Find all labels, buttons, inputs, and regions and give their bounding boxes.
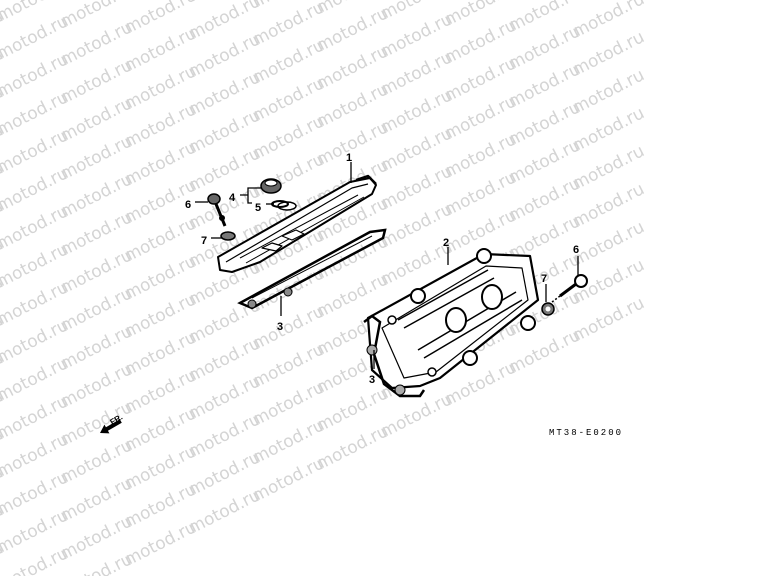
callout-3-left: 3 <box>277 321 283 333</box>
front-label: FR. <box>109 412 125 426</box>
callout-7-left: 7 <box>201 235 207 247</box>
callout-5: 5 <box>255 202 261 214</box>
callout-6-right: 6 <box>573 244 579 256</box>
callout-3-right: 3 <box>369 374 375 386</box>
oil-filler-cap[interactable] <box>260 178 282 194</box>
valve-cover-left[interactable] <box>217 174 377 273</box>
callout-4: 4 <box>229 192 236 204</box>
diagram-code: MT38-E0200 <box>549 428 623 438</box>
bolt-right[interactable] <box>551 274 588 303</box>
washer-left[interactable] <box>220 231 236 241</box>
valve-cover-right[interactable] <box>366 248 540 390</box>
leader-lines <box>195 162 579 369</box>
callout-6-left: 6 <box>185 199 191 211</box>
gasket-left[interactable] <box>237 228 387 310</box>
callout-7-right: 7 <box>541 273 547 285</box>
bolt-left[interactable] <box>207 193 227 227</box>
washer-right[interactable] <box>541 302 555 316</box>
callout-2: 2 <box>443 237 449 249</box>
arrow-down-left-icon <box>100 419 122 434</box>
front-direction-indicator: FR. <box>100 412 125 434</box>
callout-1: 1 <box>346 152 352 164</box>
